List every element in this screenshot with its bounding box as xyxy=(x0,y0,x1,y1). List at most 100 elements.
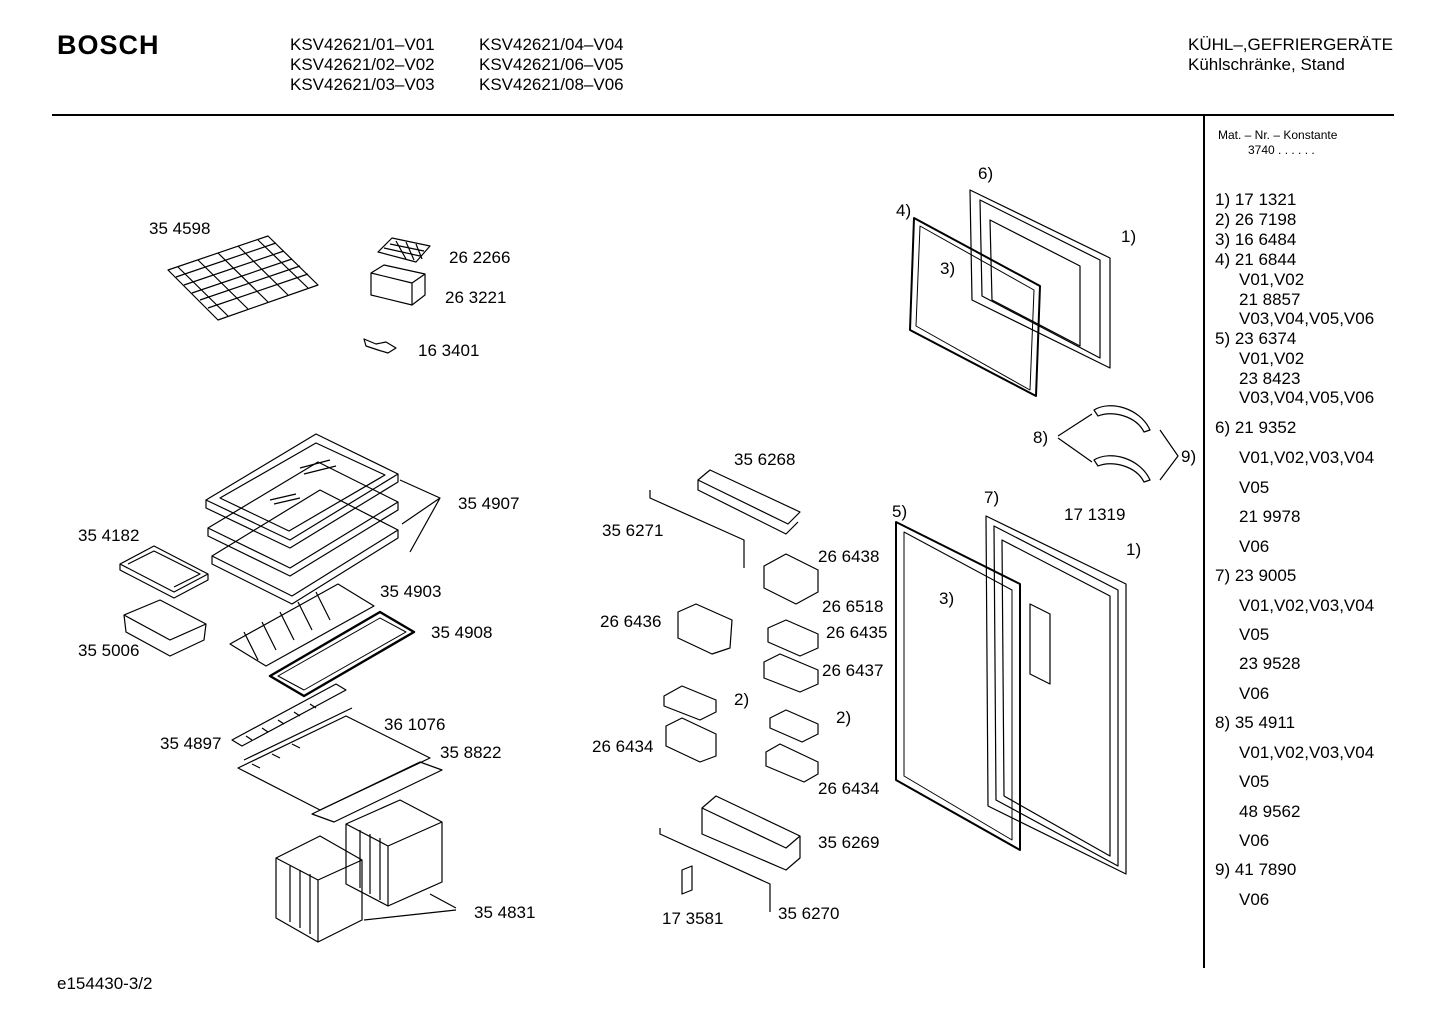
part-label: 35 4182 xyxy=(78,526,140,545)
model-list-2: KSV42621/04–V04 KSV42621/06–V05 KSV42621… xyxy=(479,35,624,95)
model-number: KSV42621/01–V01 xyxy=(290,35,435,54)
legend-row: 23 9528 xyxy=(1239,654,1301,673)
small-shelf-drawing xyxy=(119,545,209,599)
door-shelf-bottom-drawing xyxy=(659,795,801,912)
callout-label: 9) xyxy=(1181,447,1197,466)
part-label: 26 6518 xyxy=(822,597,884,616)
model-number: KSV42621/03–V03 xyxy=(290,75,435,94)
part-label: 35 4908 xyxy=(431,623,493,642)
legend-row: 21 9978 xyxy=(1239,507,1301,526)
legend-row: 9) 41 7890 xyxy=(1215,860,1297,879)
crisper-drawers-drawing xyxy=(275,799,457,943)
sidebar-rule xyxy=(1203,116,1205,968)
category-title: KÜHL–,GEFRIERGERÄTE xyxy=(1188,35,1393,54)
freezer-door-drawing xyxy=(969,189,1111,369)
part-label: 35 8822 xyxy=(440,743,502,762)
part-label: 26 2266 xyxy=(449,248,511,267)
legend-row: V01,V02 xyxy=(1239,349,1305,368)
part-label: 35 6269 xyxy=(818,833,880,852)
legend-row: V06 xyxy=(1239,684,1270,703)
part-label: 35 4831 xyxy=(474,903,536,922)
fridge-door-drawing xyxy=(985,515,1127,875)
wire-shelf-drawing xyxy=(167,235,319,321)
legend-row: V01,V02,V03,V04 xyxy=(1239,596,1375,615)
part-label: 17 1319 xyxy=(1064,505,1126,524)
part-label: 36 1076 xyxy=(384,715,446,734)
ice-box-drawing xyxy=(370,264,426,306)
legend-row: V03,V04,V05,V06 xyxy=(1239,388,1375,407)
callout-label: 8) xyxy=(1033,428,1049,447)
part-label: 35 4907 xyxy=(458,494,520,513)
glass-cover-drawing xyxy=(268,610,416,698)
legend-row: 4) 21 6844 xyxy=(1215,250,1297,269)
part-label: 35 6270 xyxy=(778,904,840,923)
part-label: 26 3221 xyxy=(445,288,507,307)
callout-label: 2) xyxy=(734,690,750,709)
legend-row: V05 xyxy=(1239,478,1270,497)
glass-shelves-drawing xyxy=(205,433,441,605)
callout-label: 1) xyxy=(1121,227,1137,246)
callout-label: 3) xyxy=(940,259,956,278)
model-number: KSV42621/02–V02 xyxy=(290,55,435,74)
legend-row: 8) 35 4911 xyxy=(1215,713,1296,732)
part-label: 26 6436 xyxy=(600,612,662,631)
legend-row: V05 xyxy=(1239,772,1270,791)
legend-row: V01,V02 xyxy=(1239,270,1305,289)
small-drawer-drawing xyxy=(123,599,207,657)
part-label: 35 4903 xyxy=(380,582,442,601)
model-number: KSV42621/08–V06 xyxy=(479,75,624,94)
callout-label: 4) xyxy=(896,201,912,220)
part-label: 26 6437 xyxy=(822,661,884,680)
model-list-1: KSV42621/01–V01 KSV42621/02–V02 KSV42621… xyxy=(290,35,435,95)
part-label: 26 6438 xyxy=(818,547,880,566)
model-number: KSV42621/06–V05 xyxy=(479,55,624,74)
mat-title: Mat. – Nr. – Konstante xyxy=(1218,128,1338,142)
ice-scoop-drawing xyxy=(363,338,397,354)
legend-row: V01,V02,V03,V04 xyxy=(1239,448,1375,467)
mat-constant: Mat. – Nr. – Konstante 3740 . . . . . . xyxy=(1218,128,1337,158)
part-label: 35 6271 xyxy=(602,521,664,540)
part-label: 35 4897 xyxy=(160,734,222,753)
legend-row: 6) 21 9352 xyxy=(1215,418,1297,437)
part-label: 35 6268 xyxy=(734,450,796,469)
callout-label: 3) xyxy=(939,589,955,608)
legend-row: 23 8423 xyxy=(1239,369,1301,388)
legend-row: V06 xyxy=(1239,890,1270,909)
part-label: 16 3401 xyxy=(418,341,480,360)
part-label: 35 5006 xyxy=(78,641,140,660)
model-number: KSV42621/04–V04 xyxy=(479,35,624,54)
legend-row: 5) 23 6374 xyxy=(1215,329,1297,348)
legend-row: V01,V02,V03,V04 xyxy=(1239,743,1375,762)
mat-value: 3740 . . . . . . xyxy=(1248,143,1315,157)
door-shelf-top-drawing xyxy=(649,469,801,568)
header-rule xyxy=(52,114,1394,116)
legend-row: 3) 16 6484 xyxy=(1215,230,1297,249)
brand-logo: BOSCH xyxy=(57,30,160,60)
callout-label: 5) xyxy=(892,502,908,521)
legend-row: V05 xyxy=(1239,625,1270,644)
freezer-gasket-drawing xyxy=(909,217,1041,397)
legend-row: V06 xyxy=(1239,831,1270,850)
ice-tray-drawing xyxy=(377,237,431,263)
fridge-gasket-drawing xyxy=(895,521,1021,851)
glass-strip-drawing xyxy=(231,683,347,747)
door-bins-drawing xyxy=(663,553,819,783)
callout-label: 1) xyxy=(1126,540,1142,559)
legend-row: V03,V04,V05,V06 xyxy=(1239,309,1375,328)
part-label: 26 6435 xyxy=(826,623,888,642)
callout-label: 7) xyxy=(984,488,1000,507)
handles-drawing xyxy=(1057,405,1179,483)
crisper-cover-drawing xyxy=(237,707,443,823)
shelf-frame-drawing xyxy=(229,583,375,667)
legend-row: V06 xyxy=(1239,537,1270,556)
category-subtitle: Kühlschränke, Stand xyxy=(1188,55,1345,74)
part-label: 26 6434 xyxy=(592,737,654,756)
part-label: 26 6434 xyxy=(818,779,880,798)
drawing-code: e154430-3/2 xyxy=(57,974,153,993)
legend-row: 1) 17 1321 xyxy=(1215,190,1297,209)
part-label: 17 3581 xyxy=(662,909,724,928)
category: KÜHL–,GEFRIERGERÄTE Kühlschränke, Stand xyxy=(1188,35,1393,75)
callout-label: 6) xyxy=(978,164,994,183)
legend-row: 21 8857 xyxy=(1239,290,1301,309)
callout-label: 2) xyxy=(836,708,852,727)
